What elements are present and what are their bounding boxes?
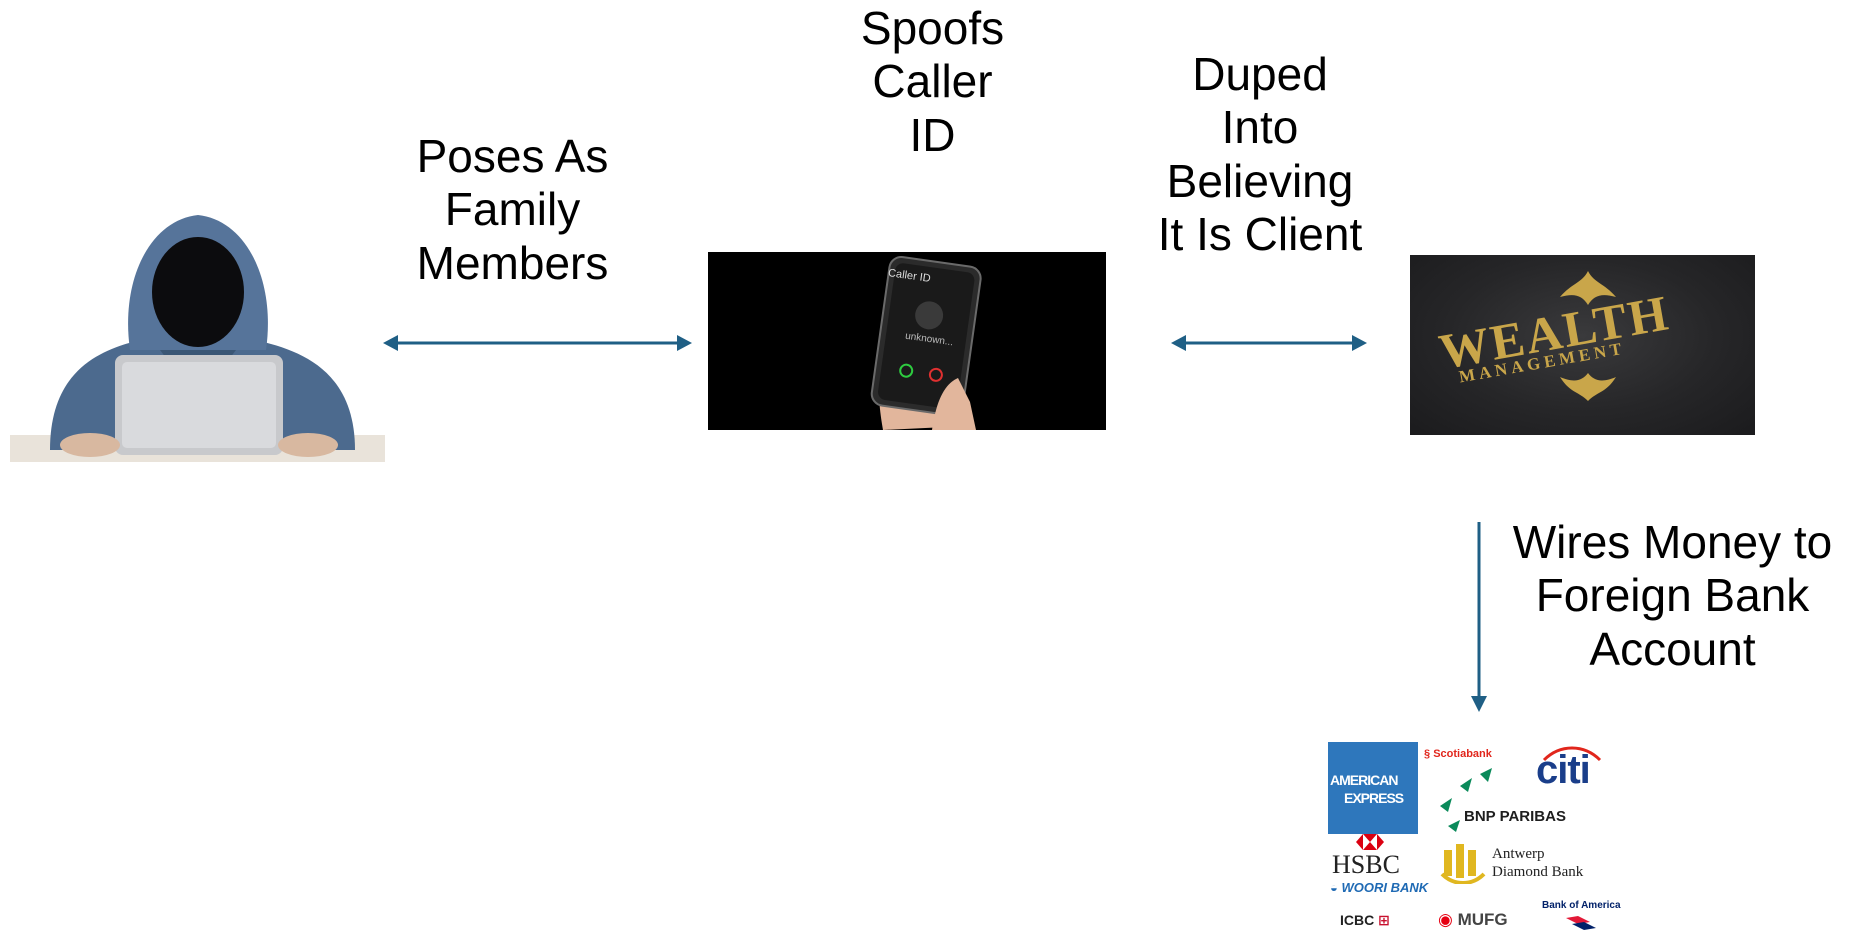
wealth-management-image: WEALTH MANAGEMENT xyxy=(1410,255,1755,435)
spoofs-caller-id-label: Spoofs Caller ID xyxy=(810,2,1055,162)
scotiabank-text: Scotiabank xyxy=(1433,748,1492,760)
amex-line-1: AMERICAN xyxy=(1330,772,1398,788)
hsbc-hexagon-icon xyxy=(1356,834,1384,850)
wires-line-1: Wires Money to xyxy=(1512,516,1833,568)
antwerp-line-2: Diamond Bank xyxy=(1492,864,1584,880)
mufg-icon: ◉ xyxy=(1438,910,1458,929)
mufg-text: MUFG xyxy=(1457,910,1508,929)
poses-line-3: Members xyxy=(416,236,609,289)
bank-logos-collage: AMERICAN EXPRESS § Scotiabank citi BNP P… xyxy=(1328,740,1628,935)
hsbc-text: HSBC xyxy=(1332,850,1400,879)
wires-line-2: Foreign Bank xyxy=(1535,569,1810,622)
antwerp-diamond-icon xyxy=(1440,844,1486,884)
spoofs-line-3: ID xyxy=(909,108,956,161)
wires-money-label: Wires Money to Foreign Bank Account xyxy=(1485,516,1860,676)
amex-line-2: EXPRESS xyxy=(1344,790,1404,806)
duped-line-1: Duped xyxy=(1192,48,1328,100)
poses-line-2: Family xyxy=(444,183,581,236)
duped-into-believing-label: Duped Into Believing It Is Client xyxy=(1140,48,1380,261)
citi-arc-icon xyxy=(1542,746,1602,762)
bank-of-america-flag-icon xyxy=(1566,916,1596,930)
poses-line-1: Poses As xyxy=(416,130,609,182)
double-arrow-2 xyxy=(1171,335,1367,351)
woori-text: WOORI BANK xyxy=(1341,880,1429,895)
icbc-icon: ⊞ xyxy=(1374,912,1390,928)
poses-as-family-label: Poses As Family Members xyxy=(380,130,645,290)
bank-of-america-text: Bank of America xyxy=(1542,900,1621,911)
wires-line-3: Account xyxy=(1589,622,1756,675)
amex-logo: AMERICAN EXPRESS xyxy=(1328,742,1418,834)
double-arrow-1 xyxy=(383,335,692,351)
duped-line-4: It Is Client xyxy=(1157,208,1363,261)
scotiabank-icon: § xyxy=(1424,748,1434,760)
citi-logo: citi xyxy=(1536,748,1591,792)
antwerp-line-1: Antwerp xyxy=(1492,846,1545,862)
bnp-stars-icon xyxy=(1440,768,1492,832)
bnp-paribas-text: BNP PARIBAS xyxy=(1464,808,1566,825)
woori-bank-logo: ◒ WOORI BANK xyxy=(1330,880,1428,895)
down-arrow xyxy=(1471,522,1487,712)
mufg-logo: ◉ MUFG xyxy=(1438,910,1508,930)
scotiabank-logo: § Scotiabank xyxy=(1424,748,1492,760)
hacker-image xyxy=(10,200,385,462)
woori-icon: ◒ xyxy=(1330,880,1342,895)
duped-line-2: Into xyxy=(1221,101,1299,154)
icbc-logo: ICBC ⊞ xyxy=(1340,912,1390,929)
phone-image: Caller ID unknown... xyxy=(708,252,1106,430)
duped-line-3: Believing xyxy=(1166,154,1354,207)
spoofs-line-2: Caller xyxy=(872,55,993,108)
icbc-text: ICBC xyxy=(1340,912,1375,928)
spoofs-line-1: Spoofs xyxy=(860,2,1005,54)
